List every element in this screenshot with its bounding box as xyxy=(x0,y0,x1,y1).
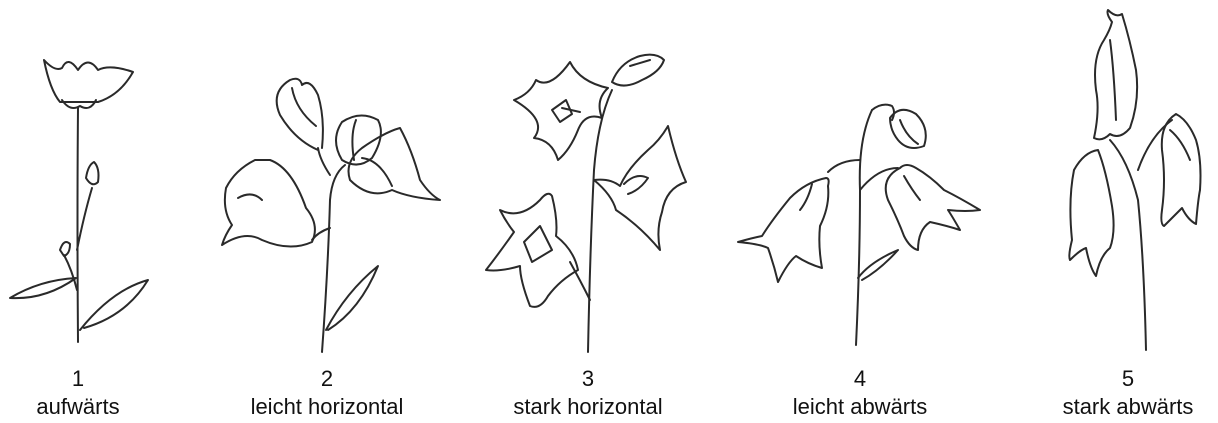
plant-3-drawing xyxy=(486,55,686,352)
figure-3-number: 3 xyxy=(468,365,708,393)
figure-3-label: stark horizontal xyxy=(468,393,708,421)
figure-4-label: leicht abwärts xyxy=(740,393,980,421)
illustration-canvas xyxy=(0,0,1218,360)
figure-5-number: 5 xyxy=(1008,365,1218,393)
figure-1-label: aufwärts xyxy=(0,393,198,421)
figure-2-number: 2 xyxy=(207,365,447,393)
figure-2-caption: 2 leicht horizontal xyxy=(207,365,447,421)
plant-1-drawing xyxy=(10,60,148,342)
figure-4-caption: 4 leicht abwärts xyxy=(740,365,980,421)
plant-5-drawing xyxy=(1069,10,1200,350)
plant-2-drawing xyxy=(222,79,440,352)
figure-4-number: 4 xyxy=(740,365,980,393)
figure-5-label: stark abwärts xyxy=(1008,393,1218,421)
figure-1-number: 1 xyxy=(0,365,198,393)
figure-2-label: leicht horizontal xyxy=(207,393,447,421)
figure-1-caption: 1 aufwärts xyxy=(0,365,198,421)
figure-3-caption: 3 stark horizontal xyxy=(468,365,708,421)
figure-5-caption: 5 stark abwärts xyxy=(1008,365,1218,421)
plant-4-drawing xyxy=(738,105,980,345)
